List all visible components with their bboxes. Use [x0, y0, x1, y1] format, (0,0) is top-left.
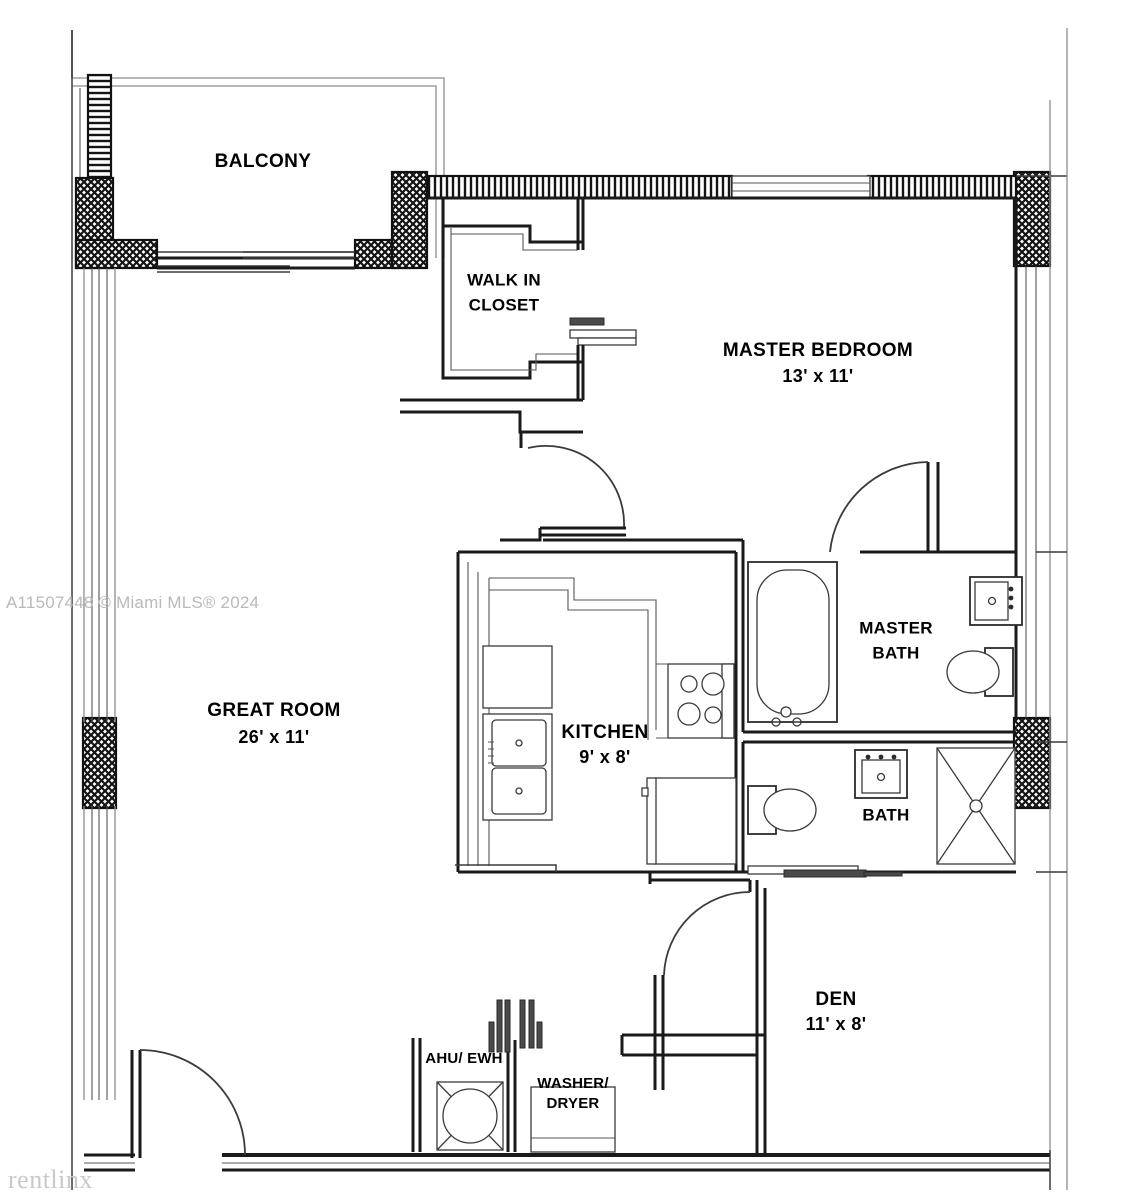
air-handler	[436, 1081, 504, 1151]
column-lower-right	[1012, 716, 1052, 810]
burner-4-icon	[704, 706, 722, 724]
slider-panel-a	[157, 265, 290, 273]
closet-bypass-doors	[569, 317, 637, 346]
exterior-wall-top	[71, 28, 1068, 1190]
rentlinx-logo: rentlinx	[8, 1165, 93, 1194]
column-lower-left	[81, 716, 118, 810]
sink-bath	[854, 749, 908, 799]
label-den: DEN	[815, 989, 856, 1010]
shower-drain-icon	[969, 799, 983, 813]
master-bath-area	[741, 552, 1023, 734]
entry-door	[130, 1049, 246, 1158]
range-cooktop	[656, 663, 735, 739]
label-den-dimensions: 11' x 8'	[806, 1014, 867, 1034]
column-upper-right	[1012, 170, 1052, 268]
toilet-bath	[747, 785, 817, 835]
washer-dryer	[530, 1086, 616, 1153]
label-walk-in-closet-line1: WALK IN	[467, 270, 541, 289]
exterior-wall-bottom	[84, 1049, 1051, 1190]
bath-faucet-dot-1	[865, 754, 871, 760]
slider-panel-b	[243, 251, 355, 259]
structural-columns	[74, 170, 1052, 810]
upper-cabinet	[482, 645, 553, 709]
burner-1-icon	[680, 675, 698, 693]
hall-and-den	[620, 870, 767, 1155]
column-balcony-right	[390, 170, 429, 270]
counter-run-upper-2	[489, 589, 649, 740]
sink-basin-drain-2	[515, 787, 523, 795]
fridge-handle-icon	[641, 787, 649, 797]
label-washer-dryer-line1: WASHER/	[537, 1075, 609, 1092]
bath-faucet-dot-3	[891, 754, 897, 760]
label-bath: BATH	[862, 805, 909, 824]
bath-area	[741, 740, 1067, 878]
sink-drain-icon	[987, 596, 997, 606]
closet-wall-top	[443, 224, 583, 244]
hall-wall-upper	[400, 410, 583, 434]
label-kitchen-dimensions: 9' x 8'	[579, 747, 630, 767]
top-wall-left-segment	[425, 174, 734, 200]
faucet-dot-2	[1008, 595, 1014, 601]
label-ahu-ewh: AHU/ EWH	[425, 1050, 502, 1067]
bath-sink-drain-icon	[876, 772, 886, 782]
refrigerator	[641, 777, 737, 865]
label-kitchen: KITCHEN	[561, 722, 648, 743]
mls-watermark: A11507448 © Miami MLS® 2024	[6, 593, 259, 612]
mbath-door-swing-arc	[829, 461, 929, 553]
closet-wall-left-bottom	[441, 198, 583, 380]
label-great-room-dimensions: 26' x 11'	[238, 727, 309, 747]
room-labels: BALCONY WALK IN CLOSET MASTER BEDROOM 13…	[207, 151, 933, 1112]
burner-2-icon	[701, 672, 725, 696]
counter-south-return	[455, 864, 557, 872]
bath-bypass-doors	[747, 865, 903, 878]
balcony-area	[71, 30, 445, 1190]
kitchen-area	[455, 550, 738, 874]
mbr-door-wall-return	[500, 528, 542, 542]
balcony-railing-inner	[72, 85, 437, 258]
label-washer-dryer-line2: DRYER	[547, 1095, 600, 1112]
balcony-slider	[157, 251, 355, 273]
den-door-swing-arc	[663, 891, 751, 976]
label-great-room: GREAT ROOM	[207, 700, 340, 721]
master-suite-walls	[543, 198, 1067, 718]
kitchen-sink	[482, 713, 553, 821]
faucet-dot-1	[1008, 586, 1014, 592]
closet-inner-top	[451, 233, 578, 251]
label-walk-in-closet-line2: CLOSET	[469, 295, 540, 314]
curtain-wall-left	[83, 268, 116, 1100]
shower-bath	[936, 747, 1016, 865]
entry-door-swing-arc	[139, 1049, 246, 1156]
top-wall-right-segment	[866, 174, 1018, 200]
label-balcony: BALCONY	[215, 151, 312, 172]
counter-run-upper	[489, 577, 657, 730]
bathtub	[756, 569, 830, 715]
mbr-door-swing-arc	[527, 445, 625, 528]
master-bedroom-door	[500, 432, 626, 542]
sink-basin-drain-1	[515, 739, 523, 747]
walk-in-closet	[400, 198, 637, 434]
closet-inner-face	[450, 228, 578, 371]
toilet-master	[946, 647, 1014, 697]
bedroom-window-slider	[731, 175, 871, 199]
label-master-bedroom-dimensions: 13' x 11'	[782, 366, 853, 386]
label-master-bath-line1: MASTER	[859, 618, 933, 637]
bath-faucet-dot-2	[878, 754, 884, 760]
burner-3-icon	[677, 702, 701, 726]
sink-master	[969, 576, 1023, 626]
plumbing-risers	[488, 999, 543, 1053]
ahu-fan-icon	[442, 1088, 498, 1144]
mechanical-area	[411, 999, 616, 1153]
label-master-bedroom: MASTER BEDROOM	[723, 340, 913, 361]
faucet-dot-3	[1008, 604, 1014, 610]
column-upper-left-spur	[74, 238, 159, 270]
label-master-bath-line2: BATH	[872, 643, 919, 662]
tub-drain-icon	[780, 706, 792, 718]
balcony-rail-post	[86, 73, 113, 180]
